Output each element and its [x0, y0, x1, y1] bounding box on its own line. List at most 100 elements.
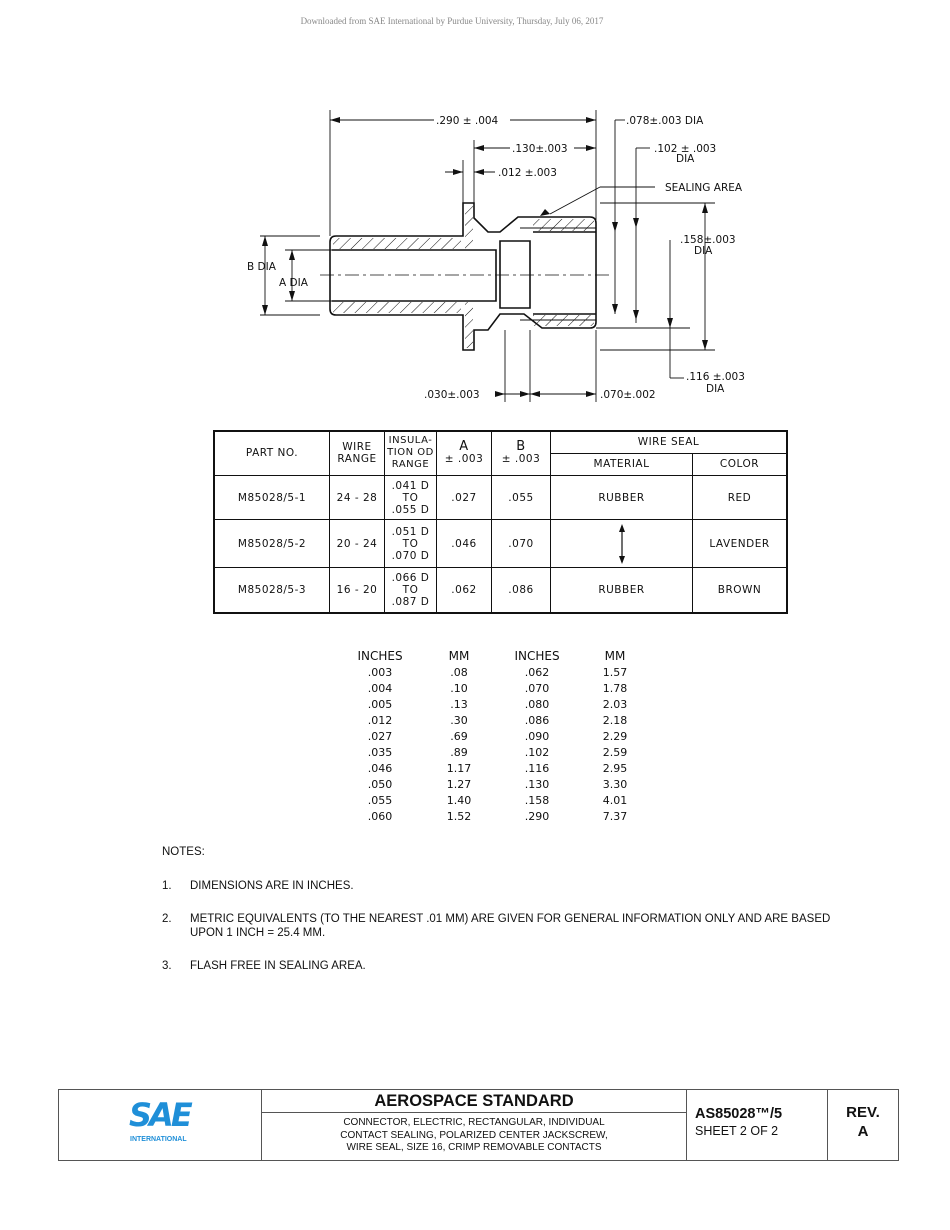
dim-078-dia: .078±.003 DIA [626, 115, 704, 127]
conv-cell: .004 [367, 681, 393, 695]
cell-range: 20 - 24 [329, 519, 385, 568]
conv-cell: 1.52 [446, 809, 472, 823]
conv-cell: 3.30 [602, 777, 628, 791]
conv-cell: .060 [367, 809, 393, 823]
cell-b: .055 [491, 474, 551, 521]
cell-material: RUBBER [550, 474, 693, 521]
cell-color: BROWN [692, 566, 788, 614]
header-b-label: B [516, 439, 526, 455]
cell-material: RUBBER [550, 566, 693, 614]
conv-cell: .086 [524, 713, 550, 727]
conv-cell: .158 [524, 793, 550, 807]
cell-ins-to: TO [402, 583, 419, 596]
conv-cell: .10 [450, 681, 468, 695]
cell-a: .027 [436, 474, 492, 521]
conv-cell: .062 [524, 665, 550, 679]
title-line-1: CONNECTOR, ELECTRIC, RECTANGULAR, INDIVI… [343, 1117, 605, 1128]
arrowheads [262, 117, 708, 397]
sealing-area-label: SEALING AREA [665, 182, 743, 194]
ditto-arrow-icon [618, 523, 625, 564]
conv-header: INCHES [514, 648, 560, 663]
aerospace-standard-heading: AEROSPACE STANDARD [262, 1090, 686, 1113]
conv-cell: 7.37 [602, 809, 628, 823]
dim-158: .158±.003 [680, 234, 736, 246]
dim-102-dia: DIA [676, 153, 695, 165]
conv-cell: .070 [524, 681, 550, 695]
dim-130: .130±.003 [512, 143, 568, 155]
conv-cell: .005 [367, 697, 393, 711]
title-block: SAE INTERNATIONAL AEROSPACE STANDARD CON… [58, 1089, 899, 1161]
conv-cell: 2.95 [602, 761, 628, 775]
note-item: 1. DIMENSIONS ARE IN INCHES. [162, 879, 862, 893]
conv-cell: .69 [450, 729, 468, 743]
conv-cell: 2.29 [602, 729, 628, 743]
conv-cell: 4.01 [602, 793, 628, 807]
sae-logo-subtext: INTERNATIONAL [130, 1136, 187, 1143]
conv-header: MM [604, 648, 626, 663]
header-material: MATERIAL [550, 452, 693, 476]
cell-part: M85028/5-3 [213, 566, 330, 614]
front-hatch-top [533, 219, 594, 231]
contact-drawing: .290 ± .004 .130±.003 .012 ±.003 .078±.0… [247, 110, 745, 402]
collar-hatch-bottom [465, 302, 473, 348]
header-insul-3: RANGE [391, 459, 430, 471]
rev-value: A [857, 1123, 869, 1140]
cell-color: RED [692, 474, 788, 521]
document-number: AS85028™/5 [695, 1106, 783, 1122]
note-item: 3. FLASH FREE IN SEALING AREA. [162, 959, 862, 973]
conv-cell: .89 [450, 745, 468, 759]
cell-ins-from: .051 D [391, 525, 430, 538]
conv-cell: 1.40 [446, 793, 472, 807]
conv-header: MM [448, 648, 470, 663]
dim-030: .030±.003 [424, 389, 480, 401]
conv-cell: .130 [524, 777, 550, 791]
cell-ins-to: TO [402, 537, 419, 550]
header-insul-2: TION OD [387, 447, 434, 459]
header-color: COLOR [692, 452, 788, 476]
cell-ins-max: .055 D [391, 503, 430, 516]
conv-cell: .13 [450, 697, 468, 711]
title-line-2: CONTACT SEALING, POLARIZED CENTER JACKSC… [340, 1129, 608, 1141]
download-watermark: Downloaded from SAE International by Pur… [300, 16, 604, 26]
conv-cell: .050 [367, 777, 393, 791]
header-a-label: A [459, 439, 469, 455]
header-part-no: PART NO. [213, 430, 330, 476]
header-a: A ± .003 [436, 430, 492, 476]
cell-ins-from: .041 D [391, 479, 430, 492]
front-hatch-bottom [533, 315, 594, 326]
cell-ins-max: .070 D [391, 549, 430, 562]
b-dia-label: B DIA [247, 261, 277, 273]
dim-158-dia: DIA [694, 245, 713, 257]
wall-hatch-bottom [333, 302, 461, 313]
title-lines: CONNECTOR, ELECTRIC, RECTANGULAR, INDIVI… [262, 1113, 686, 1155]
conv-cell: .035 [367, 745, 393, 759]
cell-ins-from: .066 D [391, 571, 430, 584]
cell-material-ditto [550, 519, 693, 568]
header-b-tol: ± .003 [501, 453, 541, 466]
wall-hatch-top [333, 238, 461, 249]
conv-cell: .116 [524, 761, 550, 775]
document-number-block: AS85028™/5 SHEET 2 OF 2 [687, 1090, 828, 1160]
note-number: 1. [162, 880, 172, 892]
conv-cell: 1.57 [602, 665, 628, 679]
conv-cell: .102 [524, 745, 550, 759]
sae-logo: SAE INTERNATIONAL [59, 1090, 262, 1160]
header-wire-seal: WIRE SEAL [550, 430, 788, 454]
conv-cell: .003 [367, 665, 393, 679]
conv-cell: .30 [450, 713, 468, 727]
conv-cell: .055 [367, 793, 393, 807]
cell-part: M85028/5-1 [213, 474, 330, 521]
dim-102: .102 ± .003 [654, 143, 716, 155]
note-text: DIMENSIONS ARE IN INCHES. [190, 880, 354, 892]
